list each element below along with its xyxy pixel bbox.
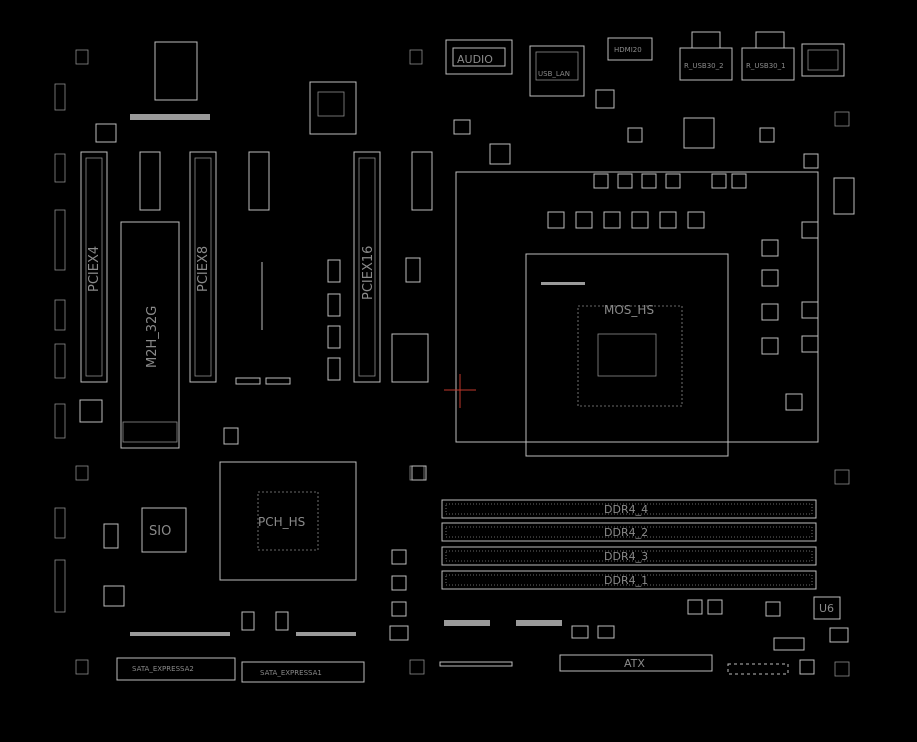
usb-lan-label: USB_LAN bbox=[538, 70, 570, 78]
sata-express1-label: SATA_EXPRESSA1 bbox=[260, 669, 322, 677]
u6-label: U6 bbox=[819, 602, 834, 615]
atx-label: ATX bbox=[624, 657, 645, 670]
audio-label: AUDIO bbox=[457, 53, 493, 66]
ddr4-4-label: DDR4_4 bbox=[604, 503, 648, 516]
sata-express: SATA_EXPRESSA2 SATA_EXPRESSA1 bbox=[116, 657, 365, 683]
board-edges bbox=[75, 49, 850, 677]
sio-chip: SIO bbox=[141, 507, 187, 553]
vrm-components bbox=[547, 89, 855, 411]
left-headers bbox=[54, 83, 66, 613]
pciex4-label: PCIEX4 bbox=[87, 246, 102, 292]
sata-express2-label: SATA_EXPRESSA2 bbox=[132, 665, 194, 673]
pch: PCH_HS bbox=[219, 461, 357, 581]
pch-hs-label: PCH_HS bbox=[258, 515, 305, 529]
hdmi-label: HDMI20 bbox=[614, 46, 642, 54]
m2-slot: M2H_32G bbox=[120, 221, 180, 449]
dimm-slots: DDR4_4 DDR4_2 DDR4_3 DDR4_1 bbox=[441, 499, 817, 590]
m2h-label: M2H_32G bbox=[145, 306, 160, 368]
ddr4-1-label: DDR4_1 bbox=[604, 574, 648, 587]
pciex8-label: PCIEX8 bbox=[196, 246, 211, 292]
u6-chip: U6 bbox=[813, 596, 841, 620]
pcie-slots: PCIEX4 PCIEX8 PCIEX16 bbox=[80, 151, 433, 383]
misc-components bbox=[79, 41, 849, 675]
atx-connector: ATX bbox=[559, 654, 713, 672]
r-usb30-2-label: R_USB30_2 bbox=[684, 62, 724, 70]
mos-hs-label: MOS_HS bbox=[604, 303, 654, 317]
pciex16-label: PCIEX16 bbox=[361, 246, 376, 300]
r-usb30-1-label: R_USB30_1 bbox=[746, 62, 786, 70]
ddr4-2-label: DDR4_2 bbox=[604, 526, 648, 539]
rear-io: AUDIO USB_LAN HDMI20 R_USB30_2 R_USB30_1 bbox=[445, 31, 845, 97]
ddr4-3-label: DDR4_3 bbox=[604, 550, 648, 563]
sio-label: SIO bbox=[149, 524, 171, 539]
